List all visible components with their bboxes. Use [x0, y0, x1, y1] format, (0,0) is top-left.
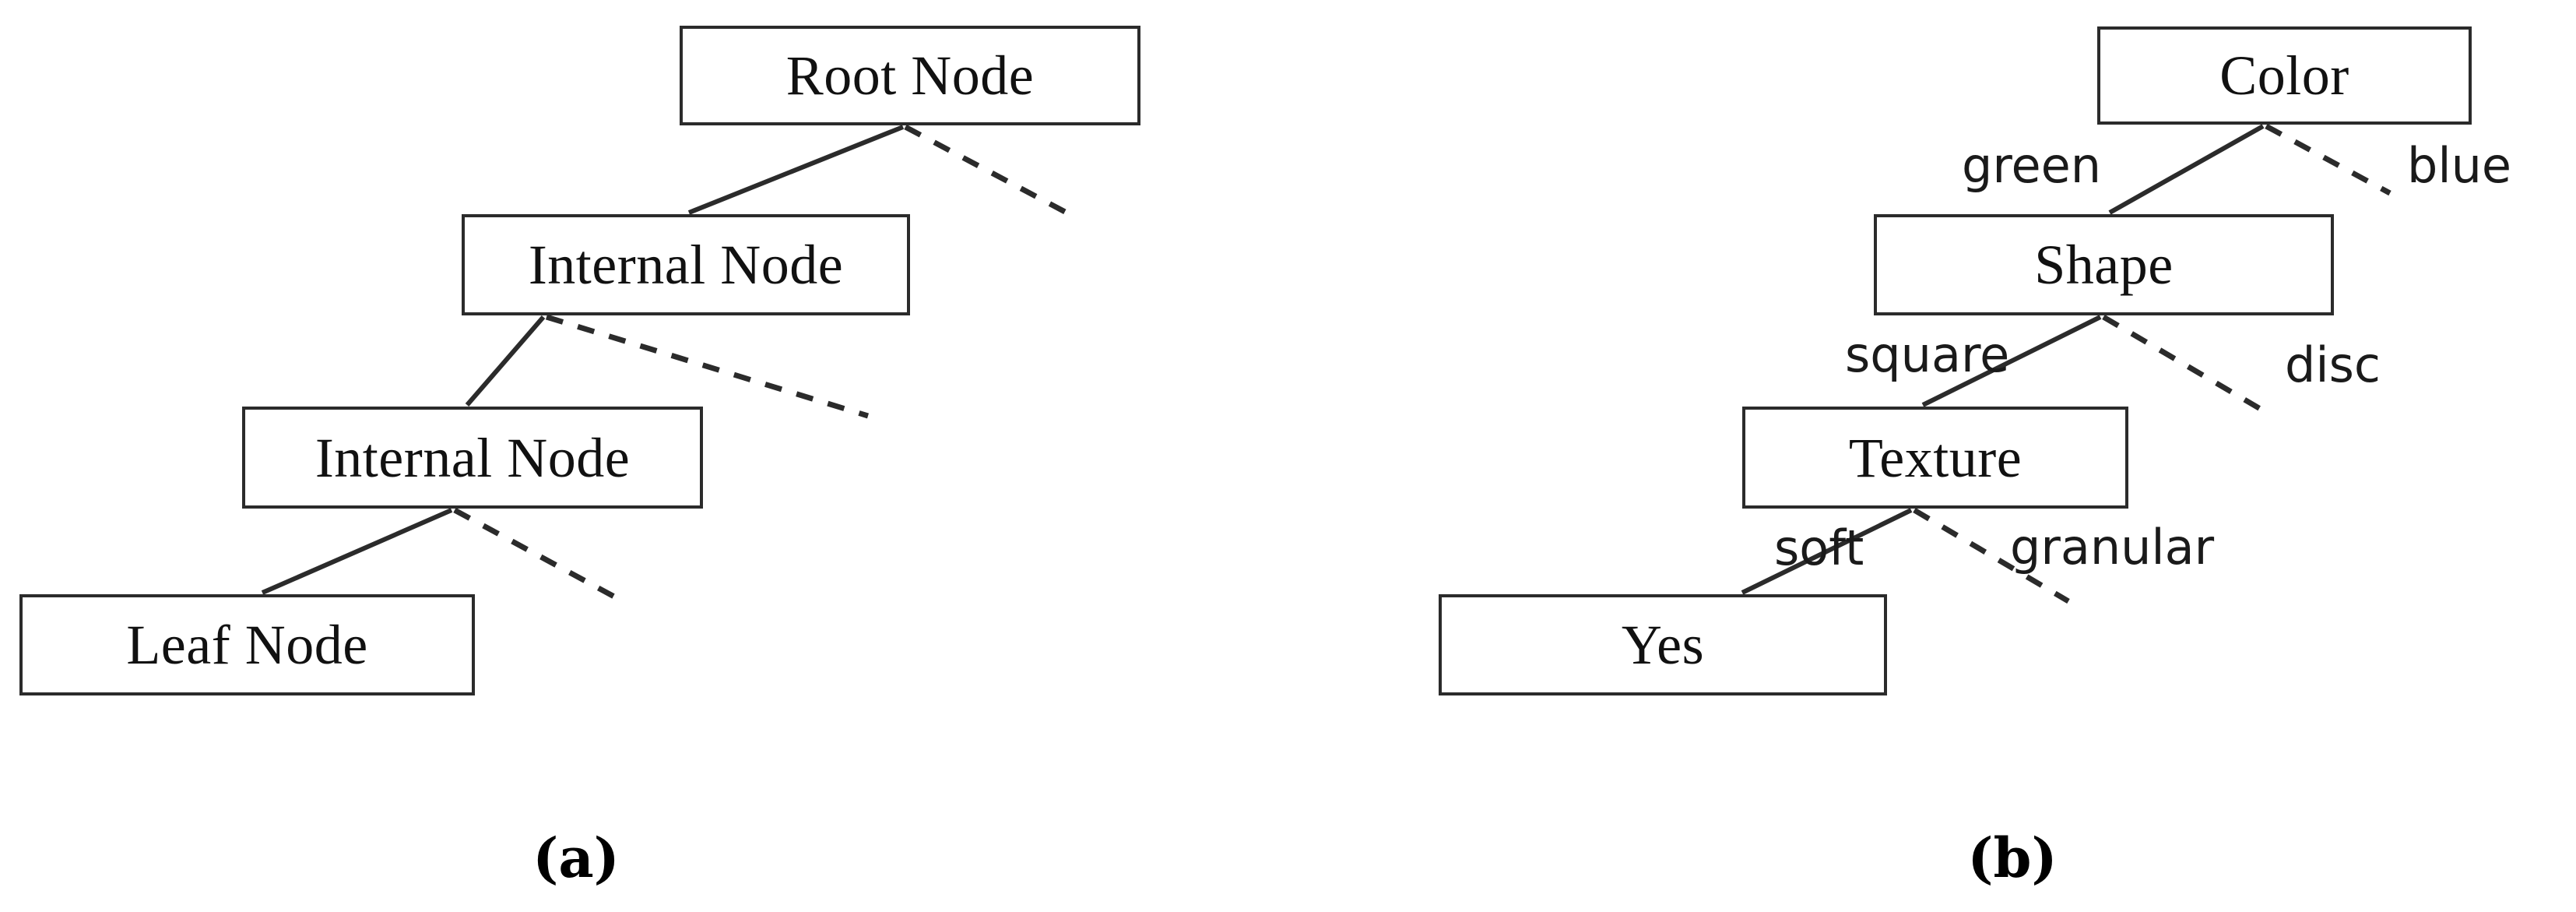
edge-label-square: square — [1845, 326, 2010, 383]
panel-a-edges — [261, 124, 1080, 604]
node-yes[interactable]: Yes — [1439, 594, 1887, 695]
edge-root-to-omitted — [904, 124, 1080, 222]
edge-shape-to-disc — [2102, 314, 2268, 416]
panel-b: Color Shape Texture Yes green blue squar… — [1288, 0, 2576, 912]
node-leaf-label: Leaf Node — [126, 614, 368, 676]
node-internal-1[interactable]: Internal Node — [462, 214, 910, 315]
edge-label-soft: soft — [1774, 519, 1864, 576]
edge-internal1-to-internal2 — [465, 315, 546, 407]
node-internal-2[interactable]: Internal Node — [242, 407, 703, 509]
node-shape-label: Shape — [2034, 234, 2174, 296]
panel-a: Root Node Internal Node Internal Node Le… — [19, 26, 1140, 890]
node-color-label: Color — [2219, 44, 2349, 107]
edge-label-green: green — [1962, 137, 2102, 194]
node-leaf[interactable]: Leaf Node — [19, 594, 475, 695]
node-texture[interactable]: Texture — [1742, 407, 2128, 509]
node-yes-label: Yes — [1621, 614, 1705, 676]
node-texture-label: Texture — [1848, 426, 2022, 489]
edge-label-blue: blue — [2407, 137, 2512, 194]
panel-b-caption: (b) — [1967, 826, 2058, 890]
edge-shape-to-texture — [1921, 315, 2102, 407]
edge-internal2-to-omitted — [453, 507, 624, 604]
edge-label-granular: granular — [2010, 519, 2215, 576]
edge-texture-to-yes — [1741, 508, 1913, 595]
node-root[interactable]: Root Node — [680, 26, 1140, 125]
node-internal-2-label: Internal Node — [315, 426, 631, 489]
panel-a-caption: (a) — [532, 826, 620, 890]
edge-color-to-blue — [2265, 123, 2391, 196]
node-root-label: Root Node — [785, 44, 1035, 107]
edge-internal2-to-leaf — [261, 508, 453, 595]
node-color[interactable]: Color — [2097, 26, 2472, 125]
node-shape[interactable]: Shape — [1874, 214, 2334, 315]
panel-b-edges — [1741, 123, 2391, 604]
node-internal-1-label: Internal Node — [528, 234, 844, 296]
edge-label-disc: disc — [2285, 336, 2381, 393]
edge-color-to-shape — [2108, 124, 2265, 215]
edge-internal1-to-omitted — [545, 314, 870, 419]
edge-root-to-internal1 — [687, 125, 905, 215]
